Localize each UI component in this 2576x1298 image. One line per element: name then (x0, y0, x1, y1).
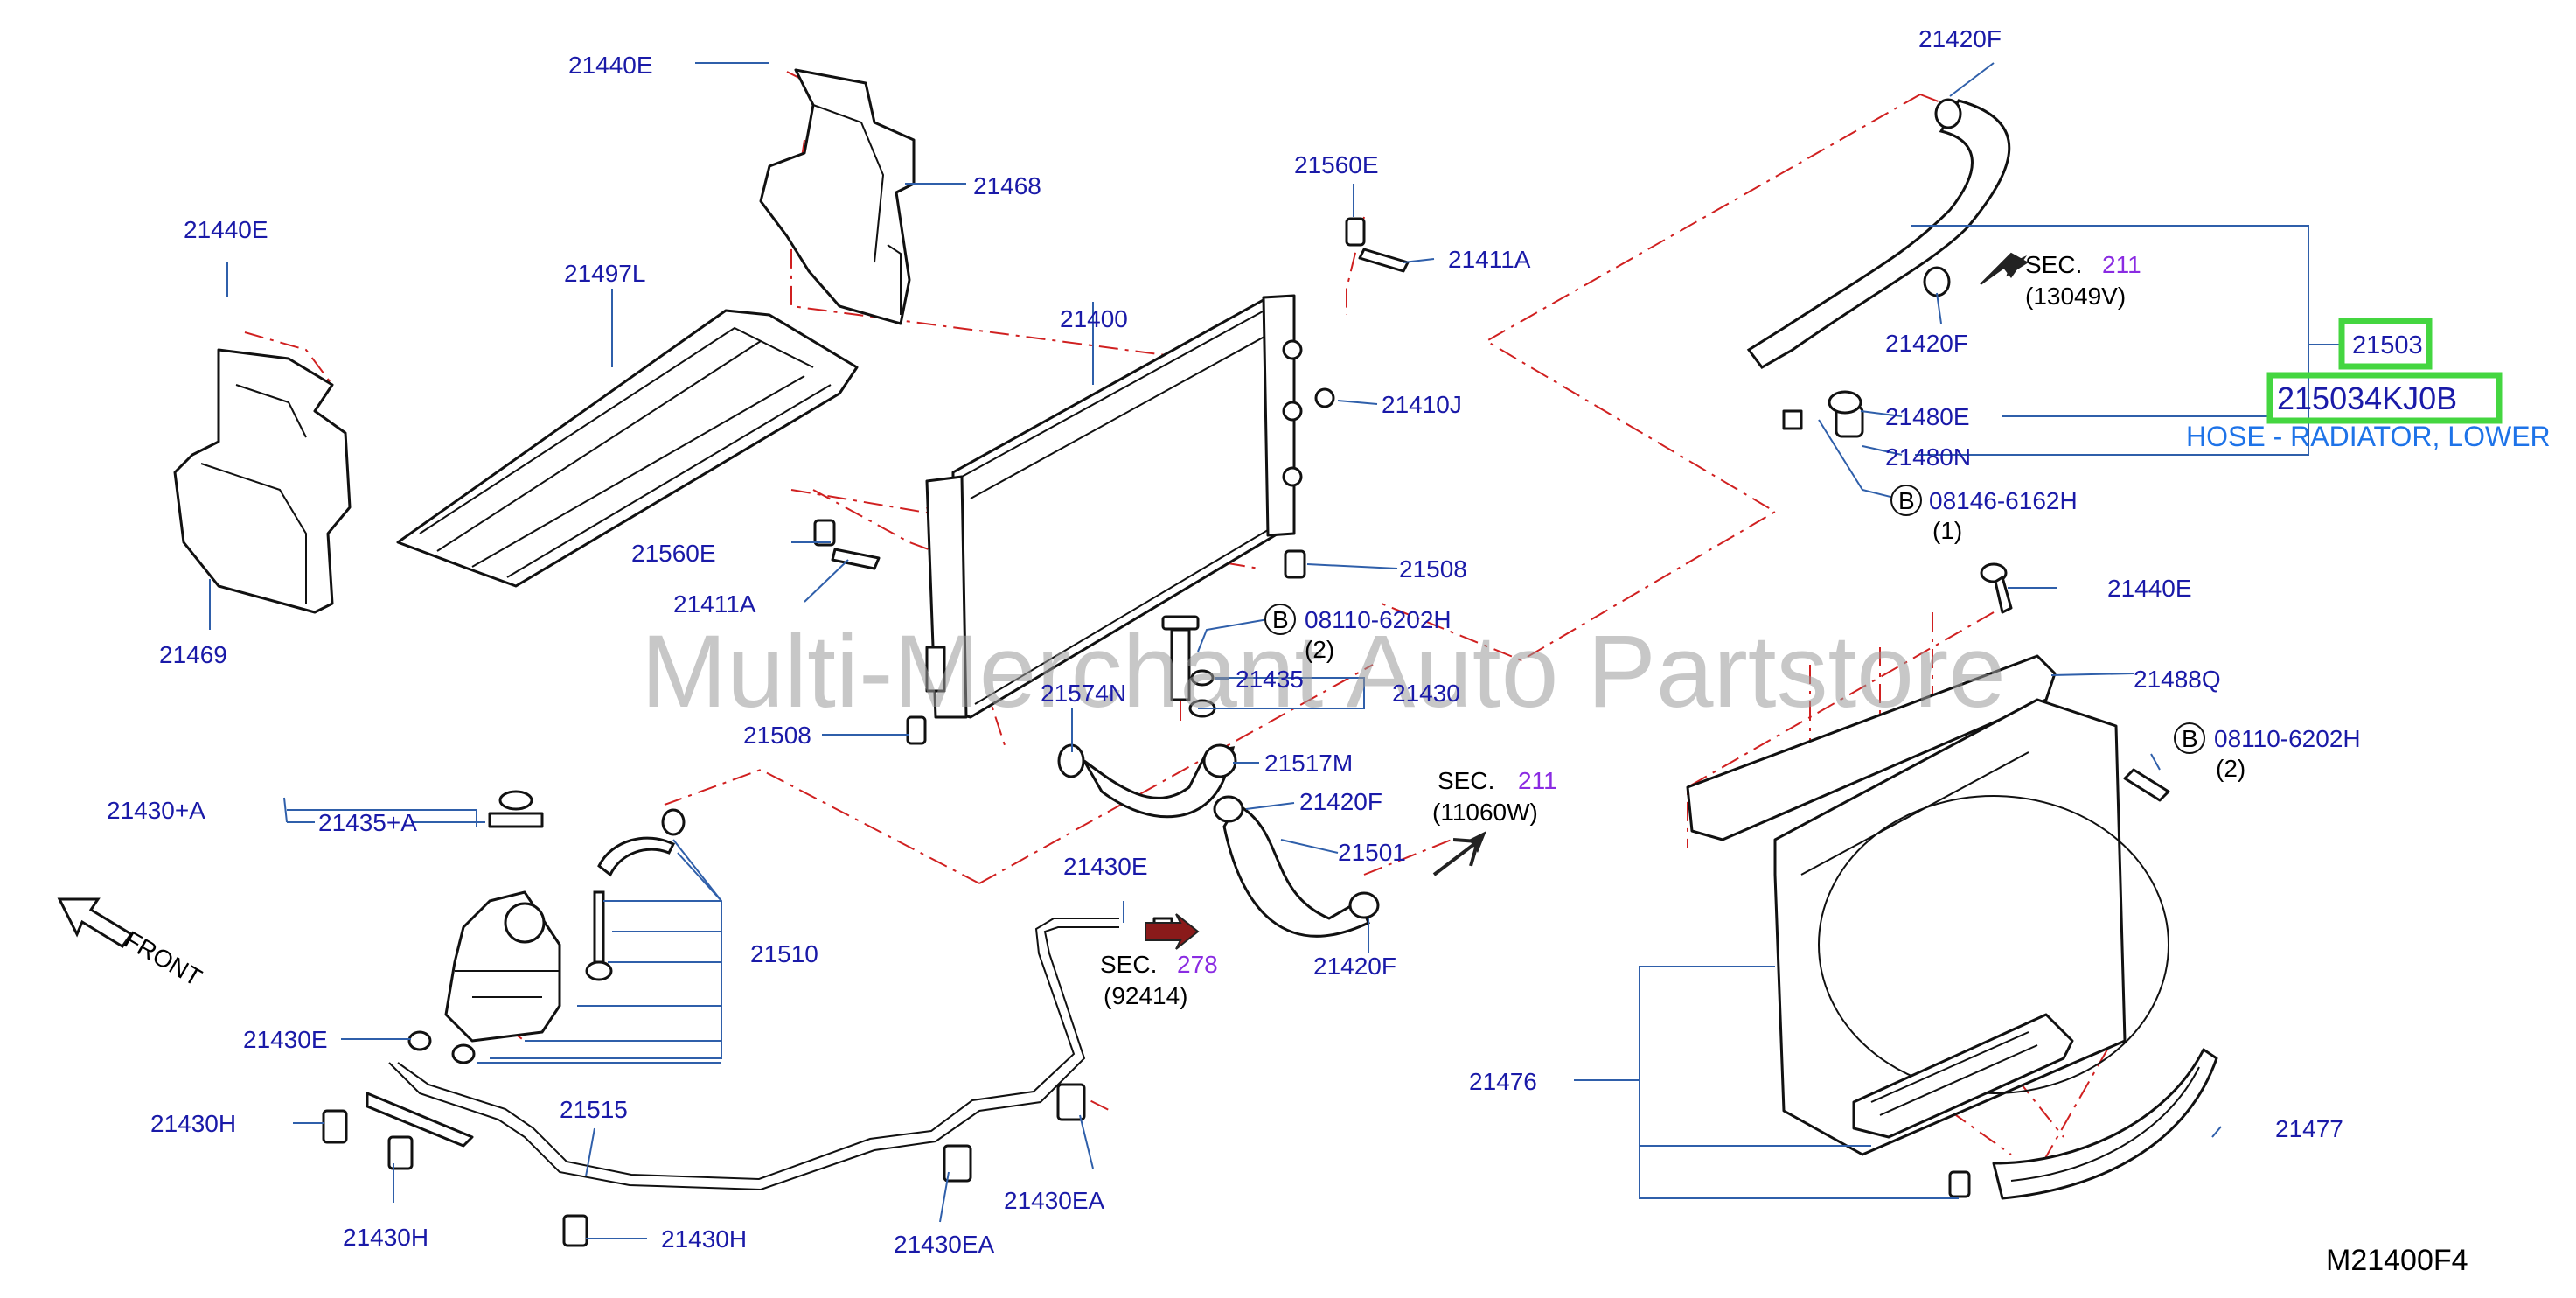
label-21420F-upper[interactable]: 21420F (1885, 330, 1968, 357)
label-21488Q[interactable]: 21488Q (2134, 666, 2221, 693)
label-21430E-left[interactable]: 21430E (243, 1026, 328, 1053)
bolt-badge-1-letter: B (1898, 487, 1915, 514)
bolt-badge-3 (2174, 722, 2205, 754)
watermark: Multi-Merchant Auto Partstore (641, 614, 2006, 729)
sec-211-upper-num[interactable]: 211 (2102, 251, 2141, 278)
bolt-08110-6202H-right[interactable]: 08110-6202H (2214, 725, 2361, 752)
section-references: SEC. 211 (13049V) SEC. 211 (11060W) SEC.… (1100, 251, 2141, 1009)
part-labels: 21440E 21468 21440E 21497L 21469 21560E … (107, 25, 2343, 1258)
highlight-description: HOSE - RADIATOR, LOWER (2186, 421, 2551, 452)
highlight-part-number[interactable]: 21503 (2352, 331, 2423, 359)
front-label: FRONT (120, 925, 206, 991)
bolt-08110-6202H-right-qty: (2) (2216, 755, 2245, 782)
bolt-references: B 08146-6162H (1) B 08110-6202H (2) B 08… (1264, 485, 2361, 782)
label-21430A[interactable]: 21430+A (107, 797, 205, 824)
label-21420F-mid[interactable]: 21420F (1299, 788, 1382, 815)
bolt-badge-2-letter: B (1272, 606, 1289, 633)
label-21435[interactable]: 21435 (1236, 666, 1304, 693)
sec-211-mid-label: SEC. (1438, 767, 1494, 794)
label-21430H-c[interactable]: 21430H (661, 1225, 747, 1253)
diagram-code: M21400F4 (2326, 1244, 2468, 1277)
label-21515[interactable]: 21515 (560, 1096, 628, 1123)
label-21440E-top[interactable]: 21440E (568, 52, 653, 79)
label-21410J[interactable]: 21410J (1382, 391, 1462, 418)
label-21400[interactable]: 21400 (1060, 305, 1128, 332)
label-21560E-top[interactable]: 21560E (1294, 151, 1379, 178)
label-21574N[interactable]: 21574N (1041, 680, 1126, 707)
label-21497L[interactable]: 21497L (564, 260, 645, 287)
label-21430EA-a[interactable]: 21430EA (1004, 1187, 1105, 1214)
label-21430H-b[interactable]: 21430H (343, 1224, 428, 1251)
bolt-08110-6202H-mid[interactable]: 08110-6202H (1305, 606, 1452, 633)
sec-278-num[interactable]: 278 (1177, 951, 1218, 978)
leader-lines (209, 62, 2342, 1239)
label-21420F-low[interactable]: 21420F (1313, 953, 1396, 980)
label-21469[interactable]: 21469 (159, 641, 227, 668)
label-21480E[interactable]: 21480E (1885, 403, 1970, 430)
bolt-badge-2 (1264, 604, 1296, 635)
highlight-oem-number[interactable]: 215034KJ0B (2277, 380, 2457, 416)
label-21411A-top[interactable]: 21411A (1448, 246, 1531, 273)
label-21420F-top[interactable]: 21420F (1918, 25, 2002, 52)
sec-211-mid-ref: (11060W) (1432, 799, 1538, 826)
label-21440E-right[interactable]: 21440E (2107, 575, 2192, 602)
label-21430E-mid[interactable]: 21430E (1063, 853, 1148, 880)
highlight-box-part-number[interactable] (2338, 318, 2433, 370)
bolt-08110-6202H-mid-qty: (2) (1305, 636, 1334, 663)
label-21435A[interactable]: 21435+A (318, 809, 417, 836)
label-21501[interactable]: 21501 (1338, 839, 1406, 866)
label-21480N[interactable]: 21480N (1885, 443, 1971, 471)
label-21430EA-b[interactable]: 21430EA (894, 1231, 995, 1258)
label-21517M[interactable]: 21517M (1264, 750, 1353, 777)
label-21510[interactable]: 21510 (750, 940, 818, 967)
bolt-08146-6162H[interactable]: 08146-6162H (1929, 487, 2078, 514)
sec-211-mid-num[interactable]: 211 (1518, 767, 1557, 794)
label-21468[interactable]: 21468 (973, 172, 1041, 199)
part-shapes (173, 68, 2218, 1247)
sec-211-upper-label: SEC. (2025, 251, 2082, 278)
highlighted-part: 21503 215034KJ0B HOSE - RADIATOR, LOWER (2186, 318, 2551, 452)
sec-278-ref: (92414) (1104, 982, 1188, 1009)
label-21411A-mid[interactable]: 21411A (673, 590, 756, 618)
label-21560E-mid[interactable]: 21560E (631, 540, 716, 567)
label-21477[interactable]: 21477 (2275, 1115, 2343, 1142)
bolt-badge-3-letter: B (2182, 725, 2198, 752)
highlight-box-oem[interactable] (2266, 372, 2503, 424)
label-21440E-left[interactable]: 21440E (184, 216, 268, 243)
label-21430H-a[interactable]: 21430H (150, 1110, 236, 1137)
sec-211-upper-ref: (13049V) (2025, 283, 2126, 310)
label-21508-left[interactable]: 21508 (743, 722, 811, 749)
label-21508-right[interactable]: 21508 (1399, 555, 1467, 583)
label-21430[interactable]: 21430 (1392, 680, 1460, 707)
bolt-badge-1 (1890, 485, 1922, 516)
sec-278-label: SEC. (1100, 951, 1157, 978)
front-arrow: FRONT (57, 897, 206, 991)
bolt-08146-6162H-qty: (1) (1932, 517, 1962, 544)
section-arrows (1145, 252, 2029, 950)
label-21476[interactable]: 21476 (1469, 1068, 1537, 1095)
